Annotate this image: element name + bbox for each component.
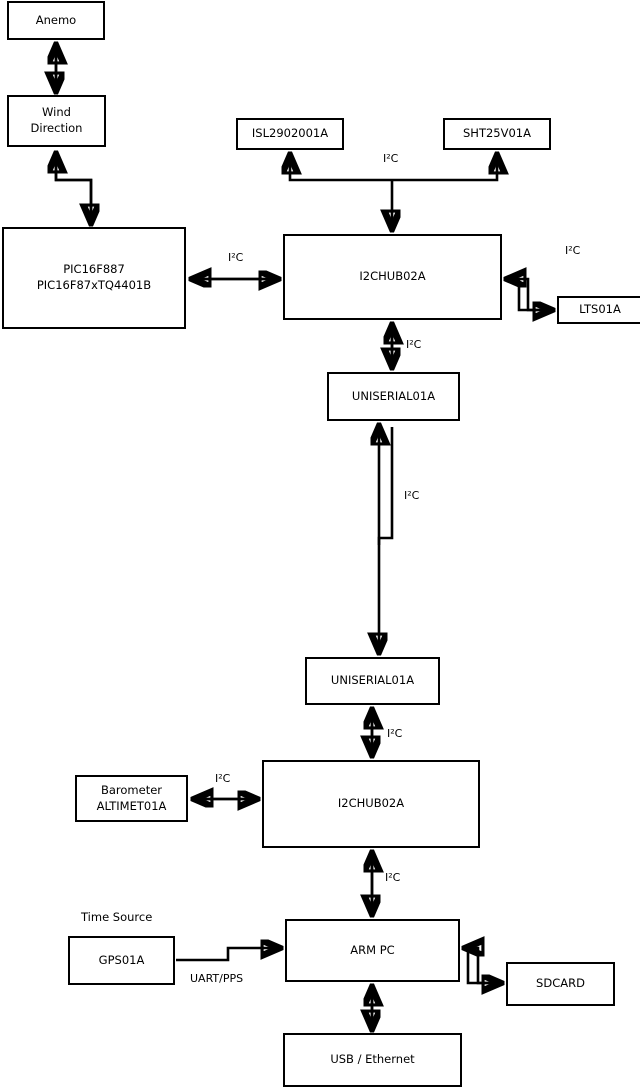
node-gps01a[interactable]: GPS01A [68, 936, 175, 985]
wire-gps-to-armpc [176, 948, 279, 960]
edge-label-uart-pps: UART/PPS [190, 972, 244, 985]
wire-armpc-to-sdcard [466, 948, 500, 983]
wire-sensorbus-to-isl [290, 156, 392, 182]
edge-label-i2c-hub-uniserial: I²C [406, 338, 422, 351]
edge-label-i2c-uniserial-link: I²C [404, 489, 420, 502]
edge-label-i2c-pic-hub: I²C [228, 251, 244, 264]
node-barometer-altimet01a[interactable]: Barometer ALTIMET01A [75, 775, 188, 822]
edge-label-i2c-hub-lts: I²C [565, 244, 581, 257]
node-isl2902001a[interactable]: ISL2902001A [236, 118, 344, 150]
wire-lts-to-hub-top [508, 279, 550, 312]
node-usb-ethernet[interactable]: USB / Ethernet [283, 1033, 462, 1087]
wire-uniserial-link-down [379, 427, 394, 651]
wire-pic-to-winddirection [56, 155, 93, 222]
edge-label-i2c-uniserial-hub2: I²C [387, 727, 403, 740]
label-time-source: Time Source [81, 910, 153, 924]
node-uniserial01a-top[interactable]: UNISERIAL01A [327, 372, 460, 421]
node-uniserial01a-bottom[interactable]: UNISERIAL01A [305, 657, 440, 705]
node-i2chub02a-bottom[interactable]: I2CHUB02A [262, 760, 480, 848]
wire-sensorbus-to-sht [392, 156, 497, 182]
node-pic-microcontroller[interactable]: PIC16F887 PIC16F87xTQ4401B [2, 227, 186, 329]
node-sht25v01a[interactable]: SHT25V01A [443, 118, 551, 150]
wire-winddirection-to-pic [54, 155, 91, 222]
wire-sdcard-to-armpc [466, 948, 498, 985]
node-lts01a[interactable]: LTS01A [557, 296, 640, 324]
node-sdcard[interactable]: SDCARD [506, 962, 615, 1006]
node-anemo[interactable]: Anemo [7, 1, 105, 40]
edge-label-i2c-barometer: I²C [215, 772, 231, 785]
node-wind-direction[interactable]: Wind Direction [7, 95, 106, 147]
node-arm-pc[interactable]: ARM PC [285, 919, 460, 982]
node-i2chub02a-top[interactable]: I2CHUB02A [283, 234, 502, 320]
edge-label-i2c-hub2-armpc: I²C [385, 871, 401, 884]
wire-hub-top-to-lts [517, 279, 551, 310]
edge-label-i2c-sensor-bus: I²C [383, 152, 399, 165]
